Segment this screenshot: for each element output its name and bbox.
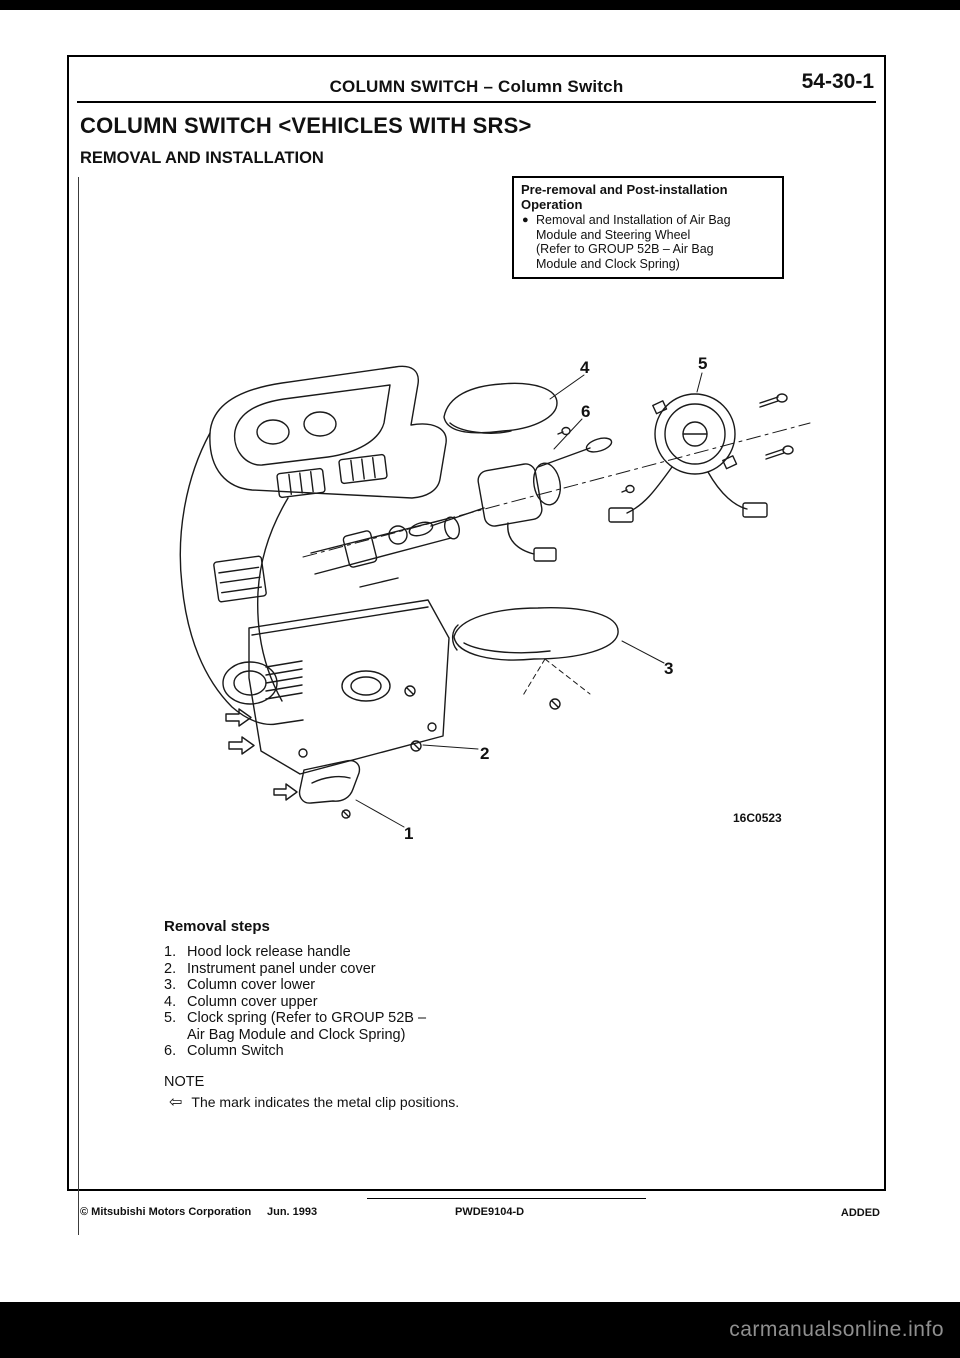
removal-step-continuation: Air Bag Module and Clock Spring) <box>164 1027 584 1044</box>
pre-removal-item-line: Module and Steering Wheel <box>536 227 691 242</box>
step-text: Column Switch <box>187 1043 284 1059</box>
note-text: The mark indicates the metal clip positi… <box>191 1093 460 1110</box>
footer-status: ADDED <box>840 1207 880 1219</box>
callout-leader-lines <box>355 372 703 828</box>
callout-5: 5 <box>698 354 707 373</box>
footer-rule <box>367 1198 646 1199</box>
instrument-panel-art <box>179 365 447 726</box>
step-number: 4. <box>164 993 177 1010</box>
step-text: Instrument panel under cover <box>187 960 376 977</box>
column-cover-upper-art <box>443 382 558 434</box>
removal-step: 5. Clock spring (Refer to GROUP 52B – <box>164 1010 584 1027</box>
removal-step: 3. Column cover lower <box>164 977 584 994</box>
hood-release-handle-art <box>298 759 361 804</box>
removal-step: 1. Hood lock release handle <box>164 944 584 961</box>
screws-art <box>341 393 794 819</box>
exploded-view-figure: 4 5 6 3 2 1 16C0523 <box>98 337 890 859</box>
step-number <box>164 1027 187 1044</box>
page-margin-line <box>78 177 79 1235</box>
step-text: Clock spring (Refer to GROUP 52B – <box>187 1010 427 1026</box>
center-axis-line <box>302 422 811 558</box>
pre-removal-item: ● Removal and Installation of Air Bag Mo… <box>521 213 775 271</box>
callout-2: 2 <box>480 744 489 763</box>
column-cover-lower-art <box>451 607 619 698</box>
step-number: 5. <box>164 1010 177 1026</box>
running-header: COLUMN SWITCH – Column Switch <box>329 77 624 96</box>
removal-step: 2. Instrument panel under cover <box>164 961 584 978</box>
copyright-text: © Mitsubishi Motors Corporation <box>80 1206 252 1218</box>
note-line: ⇦ The mark indicates the metal clip posi… <box>164 1093 584 1112</box>
scan-edge-top <box>0 0 960 10</box>
removal-steps-heading: Removal steps <box>164 918 270 935</box>
section-title: REMOVAL AND INSTALLATION <box>80 149 324 167</box>
watermark-text: carmanualsonline.info <box>729 1318 944 1341</box>
pre-removal-box: Pre-removal and Post-installation Operat… <box>512 176 784 279</box>
combination-switch-art <box>408 437 613 562</box>
callout-3: 3 <box>664 659 673 678</box>
pre-removal-item-line: (Refer to GROUP 52B – Air Bag <box>536 242 714 256</box>
header-rule <box>77 101 876 103</box>
under-cover-art <box>248 599 450 775</box>
pre-removal-title-line: Operation <box>521 196 583 212</box>
callout-1: 1 <box>404 824 413 843</box>
pre-removal-title-line: Pre-removal and Post-installation <box>521 182 728 197</box>
footer-date: Jun. 1993 <box>267 1206 318 1218</box>
steering-column-art <box>310 516 460 588</box>
page-title: COLUMN SWITCH <VEHICLES WITH SRS> <box>80 113 532 138</box>
pre-removal-item-line: Module and Clock Spring) <box>536 256 680 271</box>
exploded-diagram-svg: 4 5 6 3 2 1 16C0523 <box>179 354 811 843</box>
step-number: 3. <box>164 977 177 993</box>
removal-step: 6. Column Switch <box>164 1043 584 1060</box>
left-arrow-icon: ⇦ <box>169 1093 183 1111</box>
metal-clip-arrow-icons <box>225 708 298 801</box>
removal-step: 4. Column cover upper <box>164 994 584 1011</box>
clock-spring-art <box>608 393 768 523</box>
step-text: Column cover lower <box>187 977 316 993</box>
step-number: 2. <box>164 960 177 977</box>
bullet-icon: ● <box>522 214 529 226</box>
pre-removal-item-text: Removal and Installation of Air Bag Modu… <box>536 213 775 271</box>
note-label: NOTE <box>164 1073 205 1090</box>
step-number: 1. <box>164 944 177 960</box>
pre-removal-item-line: Removal and Installation of Air Bag <box>536 213 731 227</box>
page-footer: © Mitsubishi Motors Corporation Jun. 199… <box>67 1198 886 1222</box>
page-number: 54-30-1 <box>801 70 874 93</box>
step-text: Hood lock release handle <box>187 944 351 960</box>
step-text: Column cover upper <box>187 993 318 1010</box>
callout-6: 6 <box>581 402 590 421</box>
figure-code: 16C0523 <box>733 811 782 825</box>
step-number: 6. <box>164 1043 177 1059</box>
removal-steps-section: Removal steps 1. Hood lock release handl… <box>164 918 584 1112</box>
manual-page: COLUMN SWITCH – Column Switch 54-30-1 CO… <box>67 55 886 1235</box>
scan-edge-bottom: carmanualsonline.info <box>0 1302 960 1358</box>
document-code: PWDE9104-D <box>455 1206 525 1218</box>
callout-4: 4 <box>580 358 590 377</box>
step-text: Air Bag Module and Clock Spring) <box>187 1026 406 1043</box>
